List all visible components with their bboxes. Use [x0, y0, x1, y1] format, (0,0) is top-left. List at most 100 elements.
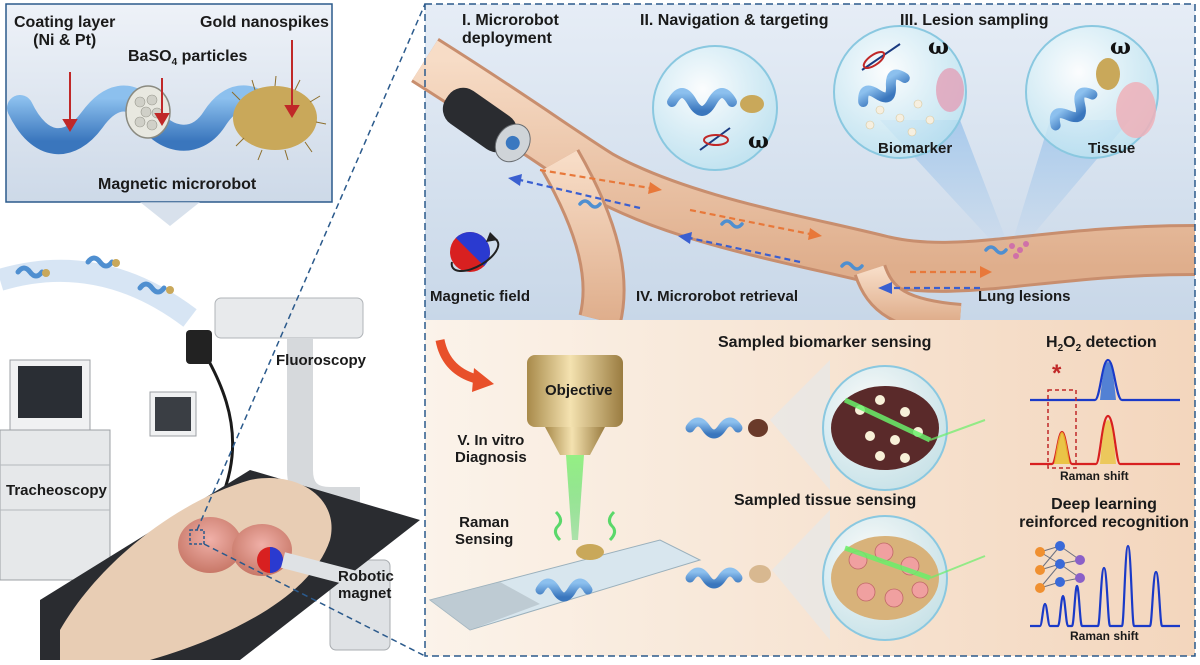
step-navigation-label: II. Navigation & targeting — [640, 12, 829, 29]
fluoroscopy-label: Fluoroscopy — [276, 352, 367, 369]
nav-helix — [667, 88, 737, 116]
return-arrowheads — [508, 174, 892, 294]
delivery-robot-heads — [42, 259, 174, 294]
slide-helix — [535, 578, 593, 602]
robotic-arm — [280, 552, 388, 643]
lung-lesions-label: Lung lesions — [978, 288, 1071, 305]
delivery-robots — [15, 255, 167, 295]
nav-rotation — [703, 134, 729, 146]
clinical-scene — [0, 255, 420, 660]
deep-learning-label: Deep learning reinforced recognition — [1016, 496, 1192, 533]
h2o2-detection-label: H2O2 detection — [1046, 334, 1157, 355]
nn-output-nodes — [1075, 555, 1085, 583]
tissue-helix — [1049, 87, 1098, 131]
inset-title: Magnetic microrobot — [98, 176, 257, 193]
biomarker-laser-out — [929, 419, 986, 441]
tissue-robot — [685, 567, 743, 589]
coating-layer-label: Coating layer (Ni & Pt) — [14, 14, 115, 51]
magnetic-field-label: Magnetic field — [430, 288, 531, 305]
h2o2-spectrum-blue — [1030, 358, 1180, 402]
omega-symbol-tissue: ω — [1110, 34, 1131, 60]
biomarker-helix — [858, 69, 910, 107]
zoom-wedge-2 — [772, 510, 830, 640]
raman-shift-label-1: Raman shift — [1060, 469, 1129, 483]
nav-head — [740, 95, 764, 113]
airway-branch2 — [856, 265, 962, 334]
robotic-magnet-blue — [270, 547, 283, 573]
h2o2-asterisk: * — [1052, 360, 1062, 387]
forward-arrows — [539, 168, 980, 274]
step-retrieval-label: IV. Microrobot retrieval — [636, 288, 798, 305]
delivery-arc — [0, 259, 197, 327]
coating-line2: (Ni & Pt) — [33, 32, 97, 50]
h2o2-h: H — [1046, 334, 1058, 351]
monitor-screen — [18, 366, 82, 418]
tissue-cells — [1116, 82, 1156, 138]
objective-lens — [527, 355, 623, 427]
baso4-suffix: particles — [177, 48, 248, 65]
h2o2-sub2: 2 — [1075, 343, 1082, 355]
h2o2-highlight-box — [1047, 389, 1077, 469]
nanospike-texture — [231, 75, 327, 161]
slide-sample — [576, 544, 604, 560]
biomarker-rotation — [862, 50, 886, 70]
tissue-robot-head — [749, 565, 771, 583]
slide-label-area — [430, 582, 540, 630]
baso4-prefix: BaSO — [128, 48, 172, 65]
h2o2-peak-fill-large — [1100, 420, 1116, 464]
invitro-line2: Diagnosis — [455, 449, 527, 467]
biomarker-label: Biomarker — [878, 140, 953, 157]
raman-line2: Sensing — [455, 531, 514, 549]
microrobot-inset — [5, 3, 333, 226]
biomarker-robot-head — [748, 419, 768, 437]
baso4-label: BaSO4 particles — [128, 48, 247, 69]
laser-beam — [566, 455, 584, 540]
tissue-head — [1096, 58, 1120, 90]
tissue-laser — [844, 545, 931, 581]
robotic-line1: Robotic — [338, 568, 394, 585]
nn-hidden-nodes — [1055, 541, 1065, 587]
raman-sensing-label: Raman Sensing — [455, 514, 513, 549]
tissue-laser-out — [929, 555, 986, 579]
biomarker-robot — [685, 417, 743, 439]
h2o2-sub1: 2 — [1057, 343, 1064, 355]
nn-input-nodes — [1035, 547, 1045, 593]
invitro-diagnosis-label: V. In vitro Diagnosis — [455, 432, 527, 467]
monitor2-screen — [155, 397, 191, 431]
h2o2-peak-fill-small — [1054, 432, 1070, 464]
tracheoscopy-label: Tracheoscopy — [6, 482, 107, 499]
gold-nanospikes-label: Gold nanospikes — [200, 14, 329, 31]
bubble-navigation — [652, 45, 778, 171]
nav-axis — [699, 127, 731, 151]
deep-line2: reinforced recognition — [1019, 514, 1189, 532]
tracheoscopy-cart — [0, 429, 111, 581]
biomarker-particles — [865, 99, 935, 137]
raman-shift-label-2: Raman shift — [1070, 629, 1139, 643]
step-sampling-label: III. Lesion sampling — [900, 12, 1049, 29]
procedure-panel — [411, 4, 1196, 337]
biomarker-laser — [843, 397, 932, 443]
zoom-wedge-1 — [770, 360, 830, 490]
h2o2-spectra — [1030, 358, 1180, 469]
h2o2-o: O — [1063, 334, 1076, 351]
omega-symbol-biomarker: ω — [928, 34, 949, 60]
inset-funnel — [140, 202, 200, 226]
h2o2-peak-fill-blue — [1100, 362, 1116, 400]
objective-label: Objective — [545, 382, 613, 399]
baso4-sub: 4 — [171, 57, 178, 69]
deep-learning-spectrum — [1030, 544, 1180, 628]
coating-line1: Coating layer — [14, 14, 116, 31]
zoom-connectors — [196, 3, 426, 657]
raman-line1: Raman — [459, 514, 510, 531]
deep-line1: Deep learning — [1051, 496, 1157, 513]
deployment-line1: I. Microrobot — [462, 12, 559, 29]
robotic-magnet-label: Robotic magnet — [338, 568, 394, 603]
neural-network-icon — [1035, 541, 1085, 593]
return-arrows — [519, 178, 980, 290]
airway-robots — [578, 199, 1008, 271]
right-frame — [424, 3, 1196, 657]
objective-nose — [545, 427, 605, 455]
airway-main — [412, 40, 1196, 290]
endoscope-handle — [186, 330, 212, 364]
